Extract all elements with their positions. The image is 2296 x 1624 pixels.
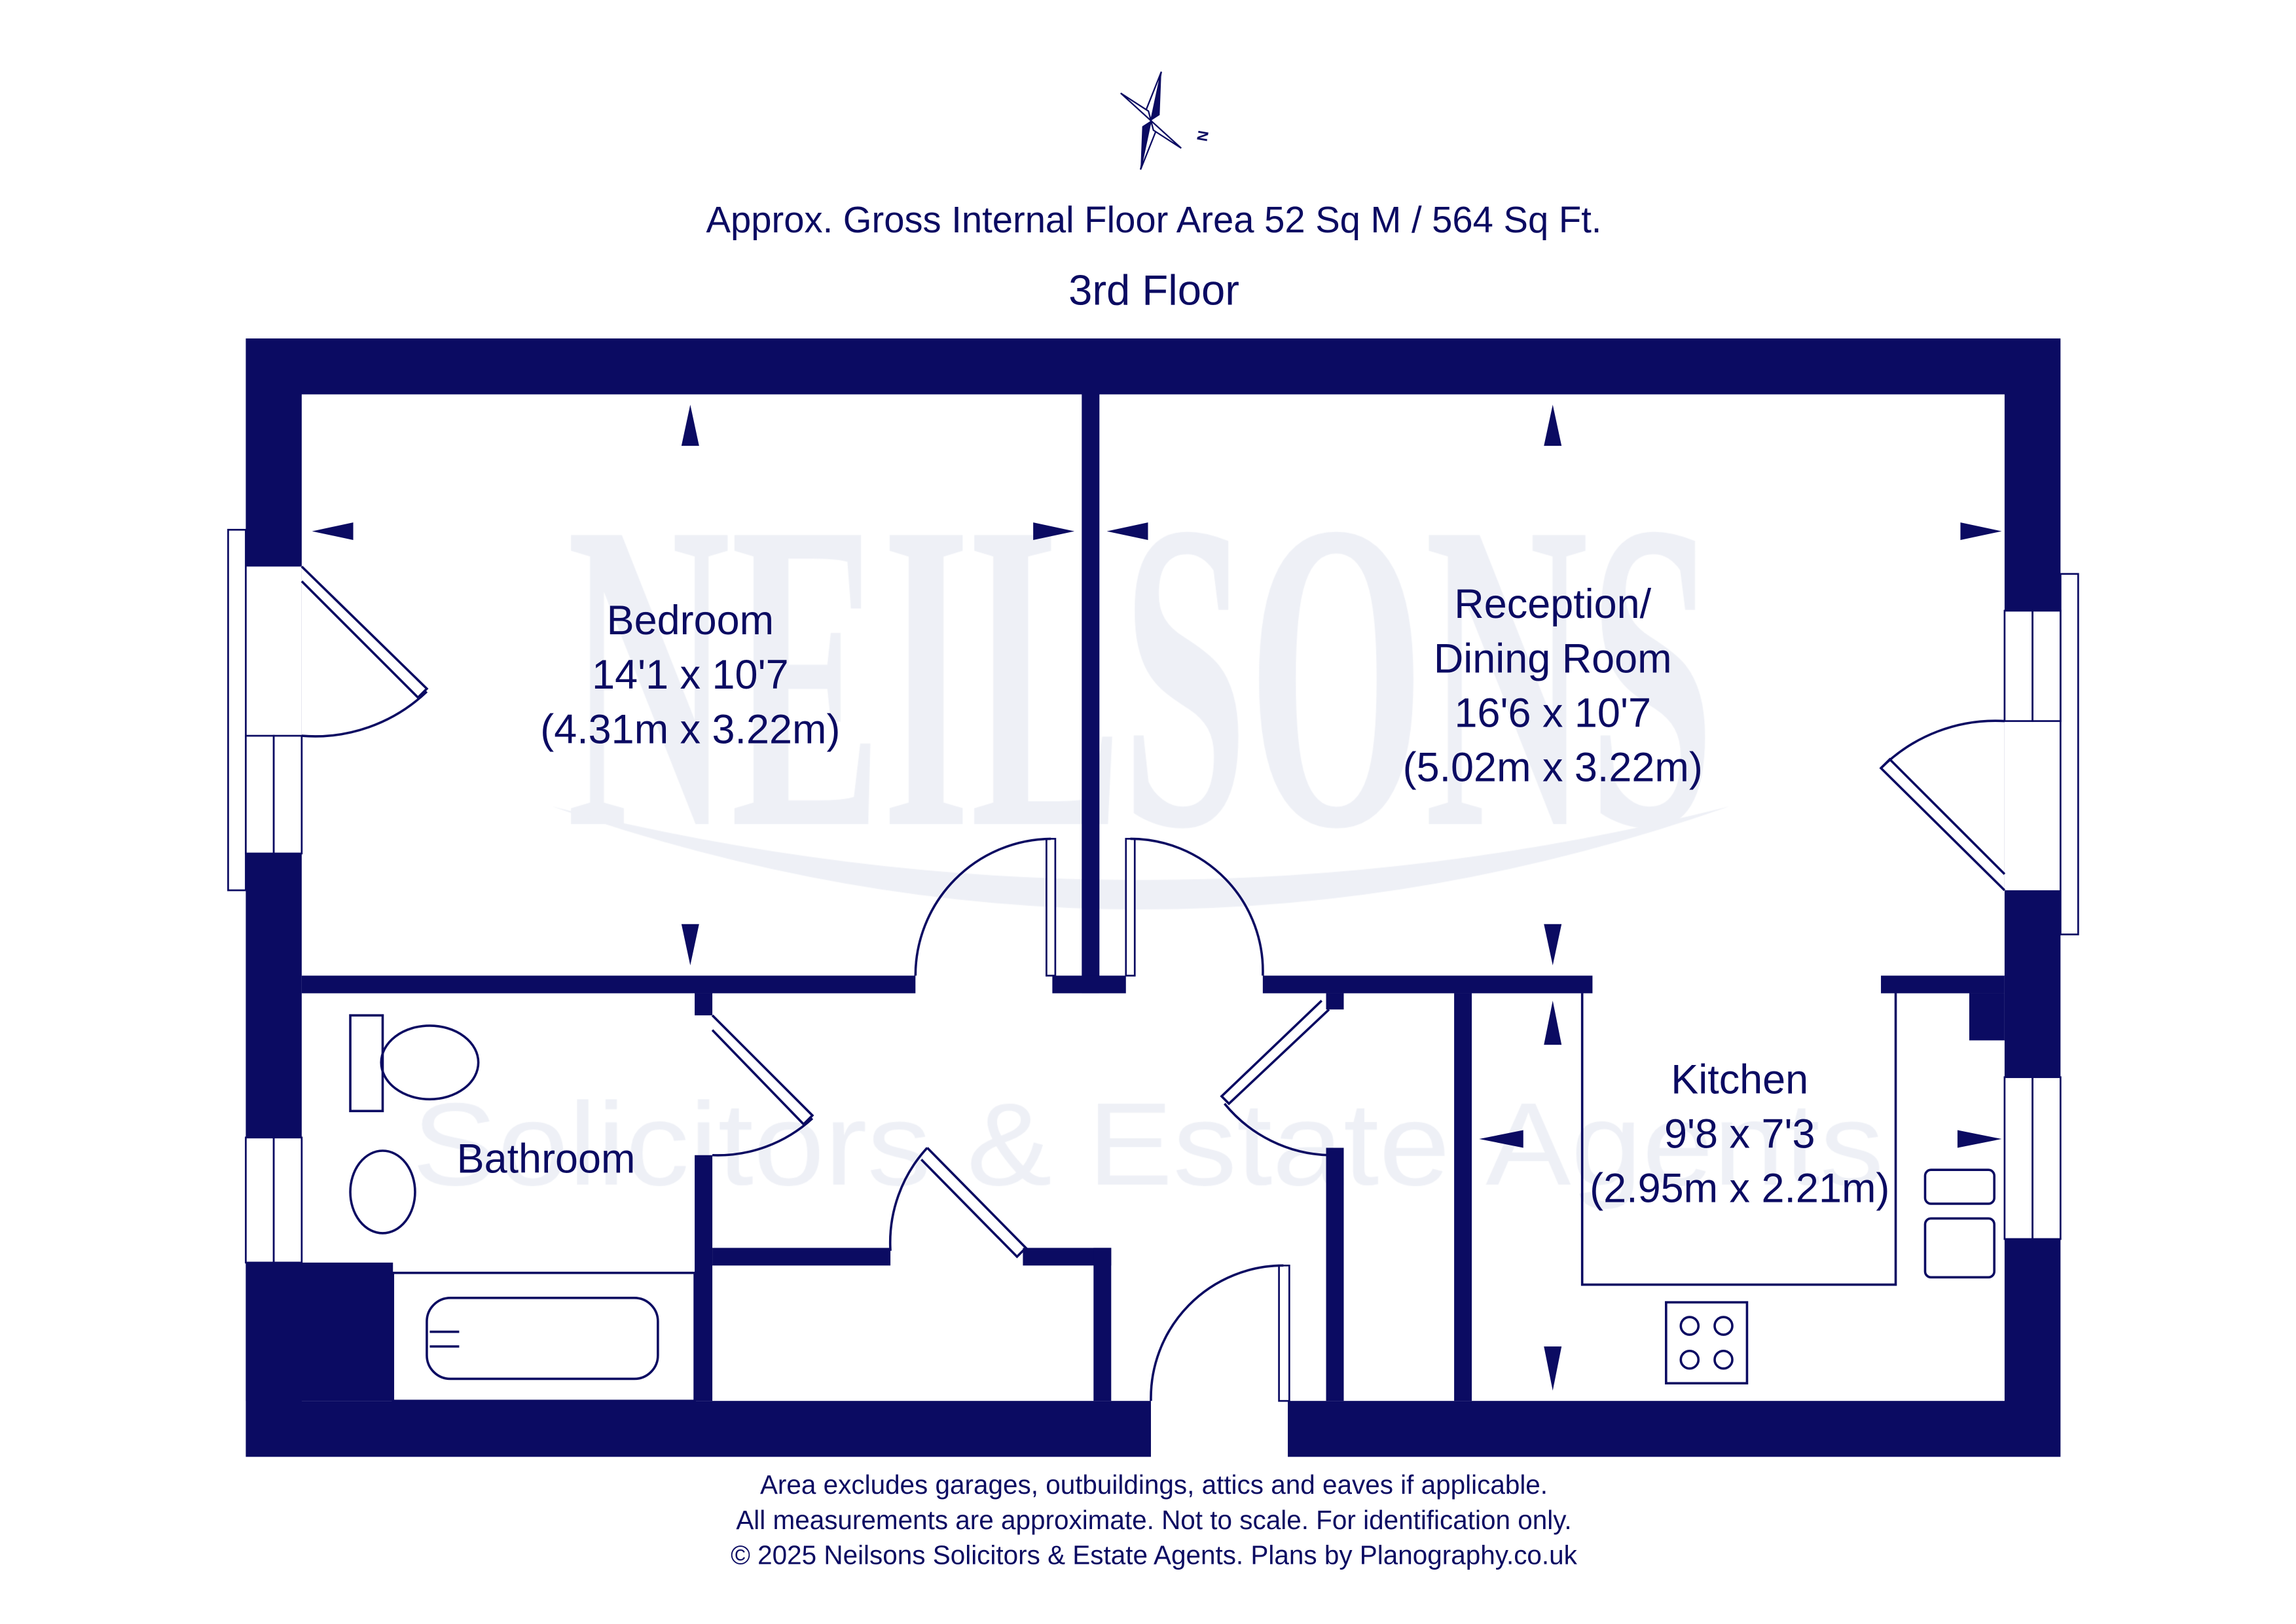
- room-bathroom: Bathroom: [457, 1136, 636, 1182]
- room-reception: Reception/ Dining Room 16'6 x 10'7 (5.02…: [1403, 581, 1703, 791]
- compass-letter: N: [1194, 130, 1212, 143]
- room-name: Dining Room: [1434, 636, 1672, 681]
- footer-line: © 2025 Neilsons Solicitors & Estate Agen…: [731, 1540, 1578, 1570]
- room-imperial: 9'8 x 7'3: [1664, 1111, 1815, 1157]
- doors: [301, 566, 2006, 1402]
- watermark-logo: [301, 394, 2005, 1401]
- sink-icon: [1923, 1168, 1995, 1279]
- toilet-icon: [349, 1014, 480, 1113]
- footer-line: Area excludes garages, outbuildings, att…: [760, 1470, 1548, 1500]
- interior-walls: [246, 394, 2005, 1401]
- room-name: Kitchen: [1671, 1056, 1808, 1102]
- footer-notes: Area excludes garages, outbuildings, att…: [731, 1470, 1578, 1570]
- area-label: Approx. Gross Internal Floor Area 52 Sq …: [706, 199, 1602, 240]
- hob-icon: [1665, 1301, 1749, 1385]
- room-metric: (4.31m x 3.22m): [540, 706, 840, 752]
- room-metric: (2.95m x 2.21m): [1590, 1166, 1889, 1212]
- room-name: Reception/: [1454, 581, 1651, 627]
- room-imperial: 14'1 x 10'7: [592, 652, 788, 698]
- bath-icon: [392, 1271, 696, 1402]
- windows: [227, 528, 2079, 1264]
- compass-north-icon: [1120, 71, 1182, 170]
- floor-label: 3rd Floor: [1068, 266, 1239, 314]
- dimension-arrows: [312, 405, 2002, 1391]
- room-bedroom: Bedroom 14'1 x 10'7 (4.31m x 3.22m): [540, 598, 840, 752]
- room-imperial: 16'6 x 10'7: [1454, 691, 1651, 736]
- room-name: Bedroom: [607, 598, 774, 643]
- footer-line: All measurements are approximate. Not to…: [736, 1505, 1571, 1535]
- kitchen-counter: [1580, 993, 1897, 1286]
- room-metric: (5.02m x 3.22m): [1403, 745, 1703, 791]
- room-kitchen: Kitchen 9'8 x 7'3 (2.95m x 2.21m): [1590, 1056, 1889, 1211]
- basin-icon: [349, 1149, 416, 1235]
